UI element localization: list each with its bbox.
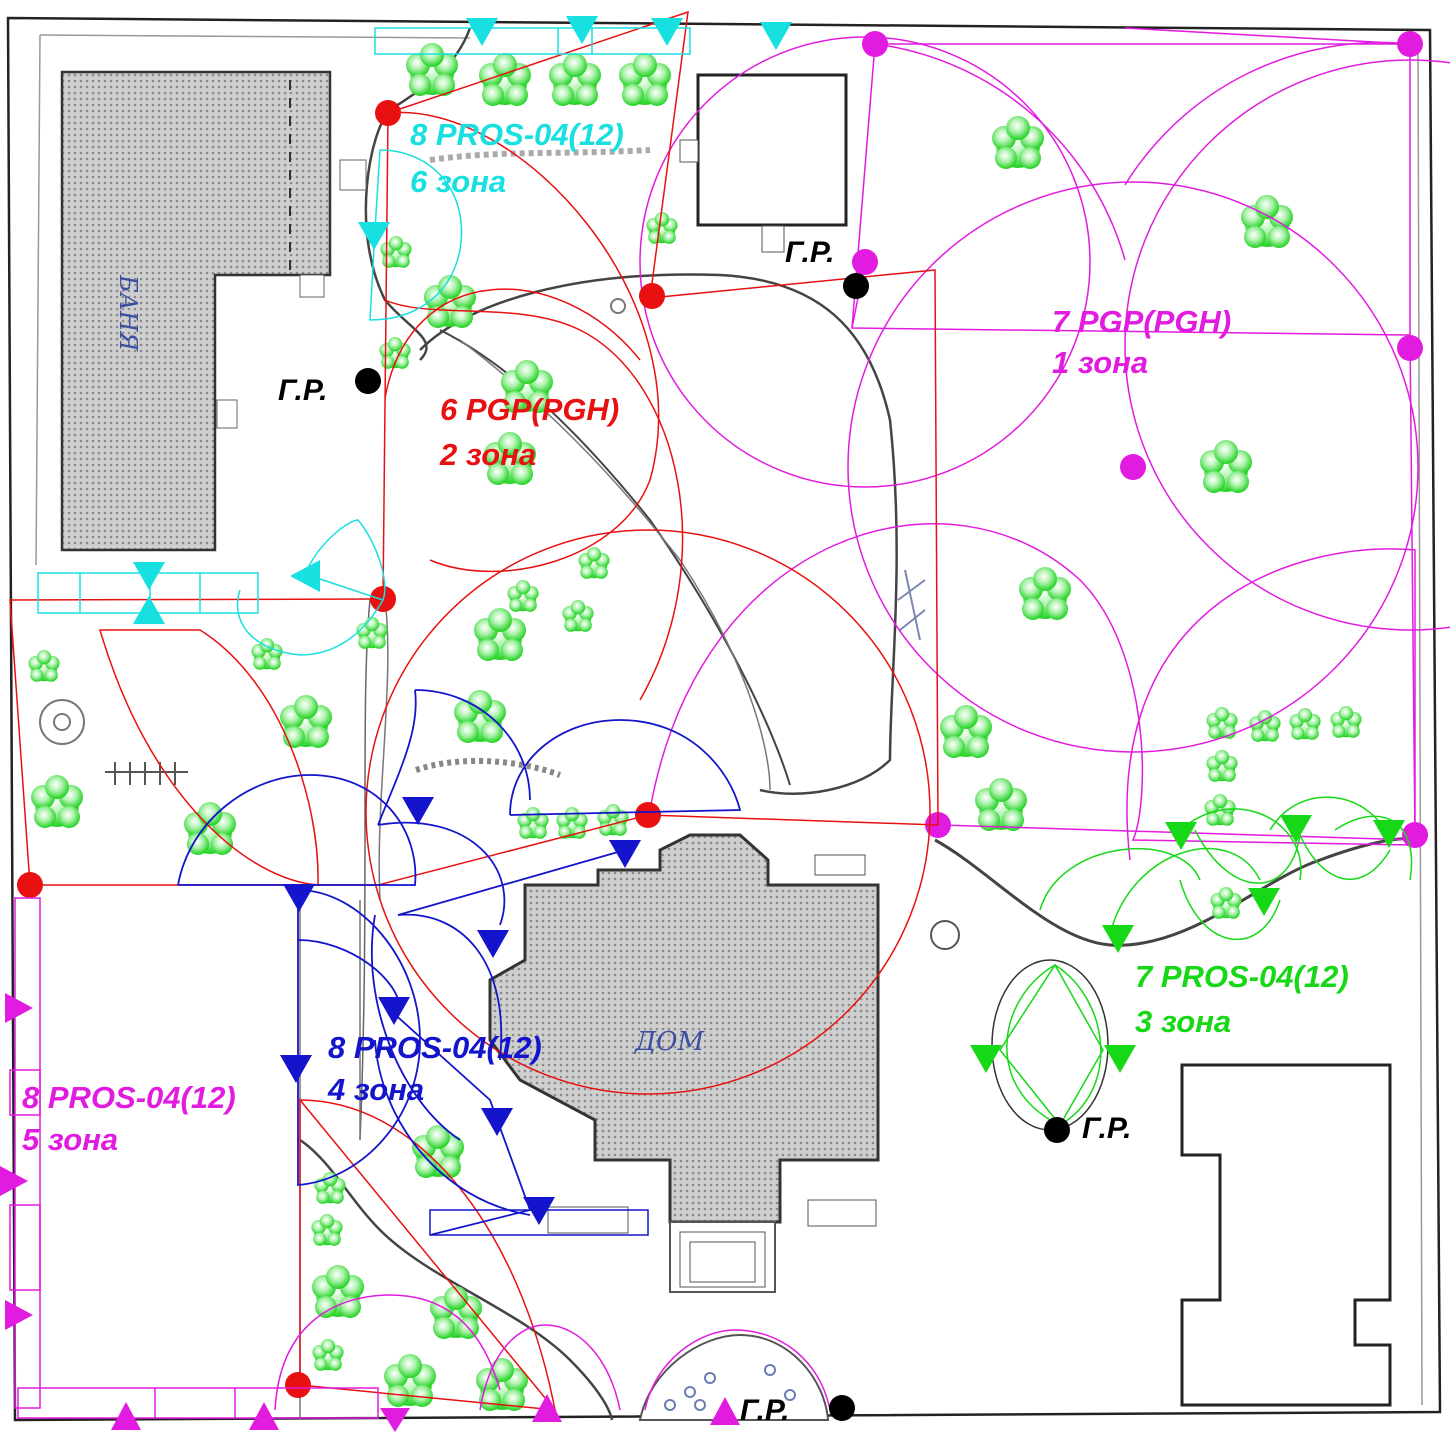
- zone-1-sprinkler-label: 7 PGP(PGH): [1052, 304, 1231, 339]
- zone-1-coverage: [639, 27, 1450, 861]
- lawn-edge-right: [934, 837, 1421, 947]
- sprinkler-head: [380, 1408, 410, 1432]
- zone-5-sprinkler-label: 8 PROS-04(12): [22, 1080, 236, 1115]
- valve-marker: [1044, 1117, 1070, 1143]
- sprinkler-head: [402, 797, 434, 825]
- zone-6-sprinklers: [133, 16, 792, 624]
- zone-4-name-label: 4 зона: [327, 1072, 424, 1107]
- sprinkler-head: [17, 872, 43, 898]
- zone-5-sprinklers: [0, 993, 740, 1432]
- sprinkler-head: [1397, 31, 1423, 57]
- sprinkler-head: [375, 100, 401, 126]
- well-icon: [39, 699, 85, 745]
- sprinkler-head: [1373, 820, 1405, 848]
- sprinkler-head: [532, 1394, 562, 1422]
- sprinkler-head: [1165, 822, 1197, 850]
- sprinkler-head: [133, 562, 165, 590]
- sprinkler-head: [760, 22, 792, 50]
- sprinkler-head: [609, 840, 641, 868]
- valve-label: Г.Р.: [278, 374, 327, 407]
- sprinkler-head: [852, 249, 878, 275]
- zone-labels: 7 PGP(PGH) 1 зона 6 PGP(PGH) 2 зона 7 PR…: [22, 117, 1349, 1157]
- valve-label: Г.Р.: [1082, 1112, 1131, 1145]
- sprinkler-head: [1120, 454, 1146, 480]
- sprinkler-head: [5, 1300, 33, 1330]
- sprinkler-head: [566, 16, 598, 44]
- zone-4-coverage: [177, 689, 742, 1236]
- sprinkler-head: [283, 884, 315, 912]
- sauna-label: БАНЯ: [114, 274, 142, 352]
- sprinkler-head: [111, 1402, 141, 1430]
- sprinkler-head: [710, 1397, 740, 1425]
- sprinkler-head: [651, 18, 683, 46]
- driveway-left: [419, 273, 898, 795]
- driveway-diag: [439, 329, 791, 786]
- zone-2-sprinkler-label: 6 PGP(PGH): [440, 392, 619, 427]
- zone-3-sprinklers: [970, 815, 1405, 1073]
- pond-icon: [930, 920, 960, 950]
- sprinkler-head: [133, 596, 165, 624]
- sprinkler-head: [862, 31, 888, 57]
- sprinkler-head: [290, 560, 320, 592]
- valves: Г.Р. Г.Р. Г.Р. Г.Р.: [278, 236, 1131, 1427]
- zone-6-name-label: 6 зона: [410, 164, 506, 199]
- main-house: ДОМ: [488, 833, 880, 1293]
- sprinkler-head: [466, 18, 498, 46]
- zone-3-name-label: 3 зона: [1135, 1004, 1231, 1039]
- garage-building: [1180, 1063, 1392, 1407]
- sauna-building: БАНЯ: [60, 70, 367, 552]
- zone-2-name-label: 2 зона: [439, 437, 536, 472]
- valve-label: Г.Р.: [740, 1394, 789, 1427]
- sprinkler-head: [481, 1108, 513, 1136]
- valve-label: Г.Р.: [785, 236, 834, 269]
- plot-boundary: [6, 16, 1442, 1422]
- zone-6-sprinkler-label: 8 PROS-04(12): [410, 117, 624, 152]
- sprinkler-head: [280, 1055, 312, 1083]
- valve-marker: [355, 368, 381, 394]
- sprinkler-head: [1280, 815, 1312, 843]
- sprinkler-head: [970, 1045, 1002, 1073]
- house-label: ДОМ: [634, 1027, 705, 1057]
- sprinkler-head: [5, 993, 33, 1023]
- zone-3-sprinkler-label: 7 PROS-04(12): [1135, 959, 1349, 994]
- sprinkler-head: [639, 283, 665, 309]
- valve-marker: [843, 273, 869, 299]
- sprinkler-head: [0, 1166, 28, 1196]
- fence-icon: [105, 762, 188, 785]
- sprinkler-head: [477, 930, 509, 958]
- sprinkler-head: [378, 997, 410, 1025]
- flower-bed: [638, 1333, 830, 1421]
- zone-1-name-label: 1 зона: [1052, 345, 1148, 380]
- inner-fence: [39, 34, 471, 39]
- zone-5-coverage: [9, 897, 831, 1419]
- sprinkler-head: [635, 802, 661, 828]
- sprinkler-head: [1102, 925, 1134, 953]
- sprinkler-head: [358, 222, 390, 250]
- zone-4-sprinkler-label: 8 PROS-04(12): [328, 1030, 542, 1065]
- zone-5-name-label: 5 зона: [22, 1122, 118, 1157]
- sprinkler-head: [1397, 335, 1423, 361]
- zone-4-sprinklers: [280, 797, 641, 1225]
- sprinkler-head: [285, 1372, 311, 1398]
- sprinkler-head: [249, 1402, 279, 1430]
- outbuilding: [679, 73, 848, 253]
- valve-marker: [829, 1395, 855, 1421]
- sprinkler-head: [523, 1197, 555, 1225]
- zone-1-sprinklers: [852, 31, 1428, 848]
- sprinkler-head: [1104, 1045, 1136, 1073]
- sprinkler-head: [1248, 888, 1280, 916]
